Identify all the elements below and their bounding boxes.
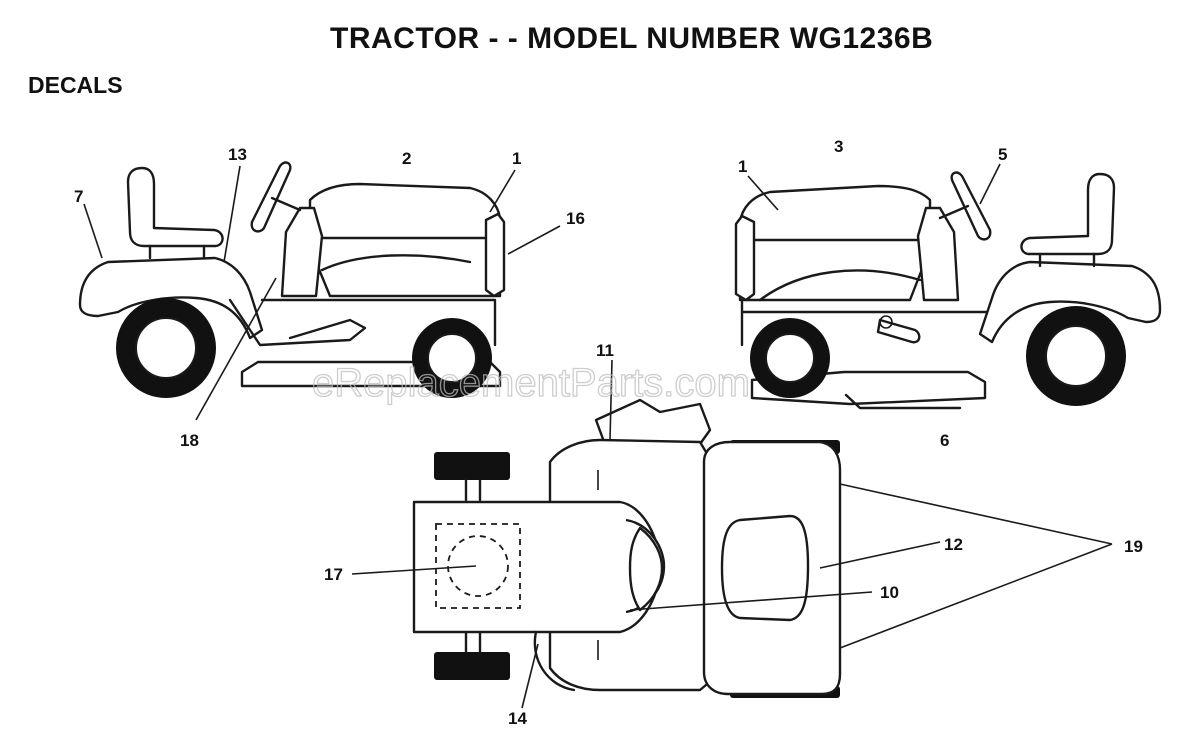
leader-18 [195,277,277,421]
dash-console-left [280,206,324,298]
watermark-text: eReplacementParts.com [312,361,750,405]
callout-12: 12 [944,535,963,554]
tractor-right-side-view [734,171,1162,410]
hood-right [738,184,932,302]
fender-edge-top [533,630,576,692]
callout-19: 19 [1124,537,1143,556]
leader-5 [979,163,1001,205]
callout-3: 3 [834,137,843,156]
rear-fender-left [78,256,264,340]
tractor-left-side-view [78,161,506,398]
section-label: DECALS [28,72,123,98]
leader-19 [839,483,1113,649]
callout-17: 17 [324,565,343,584]
callout-1-right: 1 [738,157,747,176]
leader-1-right [747,175,779,211]
rear-hub-right [1045,325,1107,387]
callout-5: 5 [998,145,1007,164]
hood-curve-left [320,254,472,272]
front-axle-top [464,478,482,654]
rear-fender-right [978,260,1162,344]
tractor-top-view [412,398,842,698]
leader-lines [83,163,1113,709]
chassis-left [260,298,497,347]
steering-shaft-left [270,196,302,212]
dash-console-right [916,206,960,302]
steering-wheel-right [950,171,992,241]
callout-13: 13 [228,145,247,164]
leader-14 [521,643,539,709]
leader-12 [819,541,941,569]
front-hub-left [427,333,477,383]
callout-16: 16 [566,209,585,228]
callout-18: 18 [180,431,199,450]
leader-17 [351,565,477,575]
callout-6: 6 [940,431,949,450]
rear-hub-left [135,317,197,379]
leader-1-left [489,169,516,213]
seat-post-right [1038,252,1096,268]
leader-7 [83,203,103,259]
callout-7: 7 [74,187,83,206]
hood-decal-circle [447,535,509,597]
pedal-right [876,318,921,344]
hood-left [308,182,502,298]
pedal-knob-right [879,315,893,329]
grille-right [734,214,756,302]
callout-11: 11 [596,341,614,360]
diagram-title: TRACTOR - - MODEL NUMBER WG1236B [330,22,934,55]
front-tire-top-2 [434,652,510,680]
seat-post-left [148,244,206,260]
steering-wheel-left [250,161,292,233]
callout-2: 2 [402,149,411,168]
seat-top [720,514,810,622]
front-hub-right [765,333,815,383]
frame-left [228,298,367,347]
grille-left [484,212,506,298]
front-tire-top-1 [434,452,510,480]
leader-10 [629,591,873,611]
leader-16 [507,225,561,255]
leader-13 [223,165,241,263]
callout-1-left: 1 [512,149,521,168]
hood-decal-outline [435,523,521,609]
callout-10: 10 [880,583,899,602]
steering-shaft-right [938,204,970,220]
hood-curve-right [758,269,922,302]
callout-numbers: 13 2 1 7 16 18 1 3 5 11 6 12 19 17 10 14 [74,137,1143,728]
seat-left [126,166,224,248]
leader-11 [609,359,613,441]
seat-right [1020,172,1116,256]
mower-chute-right [844,393,962,410]
callout-14: 14 [508,709,527,728]
chassis-right [740,298,992,347]
